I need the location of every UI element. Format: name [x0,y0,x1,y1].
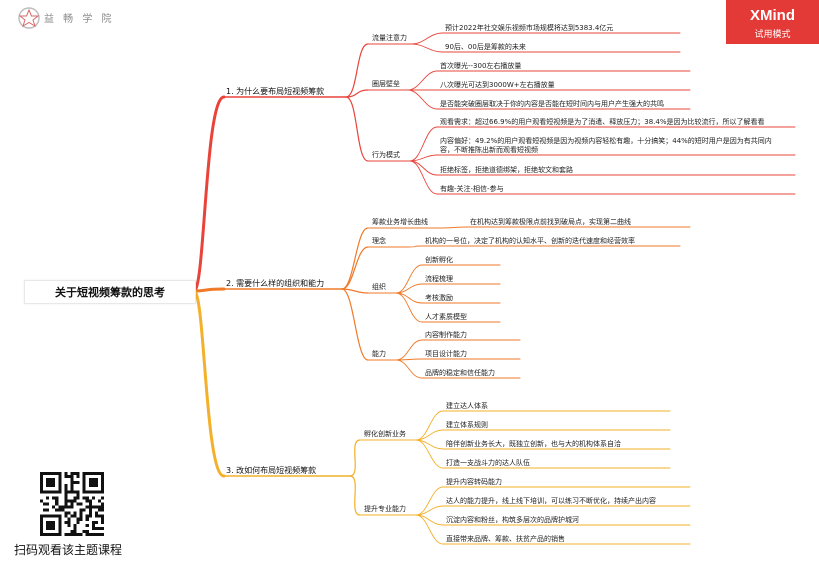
leaf-connector-1-1 [411,32,443,45]
root-branch-connector-2 [192,287,226,293]
b1-t2-leaf-3[interactable]: 是否能突破圈层取决于你的内容是否能在短时间内与用户产生强大的共鸣 [440,100,664,108]
b1-t3-leaf-4[interactable]: 有趣-关注-相信-参与 [440,185,504,193]
b2-t3-leaf-4[interactable]: 人才素质模型 [425,313,467,321]
leaf-connector-8-4 [415,439,444,469]
logo-mark-icon [18,7,40,29]
b3-t1-leaf-4[interactable]: 打造一支战斗力的达人队伍 [446,459,530,467]
leaf-connector-3-4 [409,160,438,195]
b2-t3-leaf-3[interactable]: 考核激励 [425,294,453,302]
topic-connector-8 [349,439,361,477]
yichang-logo [8,6,108,30]
b2-t4-leaf-1[interactable]: 内容制作能力 [425,331,467,339]
b2-topic-3[interactable]: 组织 [372,283,386,291]
topic-connector-2 [345,89,369,98]
topic-connector-7 [341,288,369,361]
leaf-connector-2-1 [407,70,438,91]
b2-t2-leaf-1[interactable]: 机构的一号位，决定了机构的认知水平、创新的迭代速度和经营效率 [425,237,635,245]
b3-t2-leaf-3[interactable]: 沉淀内容和粉丝，构筑多层次的品牌护城河 [446,516,579,524]
qr-code-icon[interactable] [40,472,104,536]
b3-t2-leaf-2[interactable]: 达人的能力提升，线上线下培训，可以练习不断优化，持续产出内容 [446,497,656,505]
leaf-connector-3-1 [409,126,438,162]
branch-3-title[interactable]: 3. 改如何布局短视频筹款 [226,466,317,475]
leaf-connector-9-1 [415,486,444,516]
leaf-connector-6-2 [395,283,423,294]
leaf-connector-4-1 [439,226,469,229]
leaf-connector-7-1 [395,339,423,361]
leaf-connector-9-4 [415,514,444,545]
b1-topic-3[interactable]: 行为模式 [372,151,400,159]
leaf-connector-1-2 [411,43,443,53]
b2-t3-leaf-2[interactable]: 流程梳理 [425,275,453,283]
b1-t3-leaf-3[interactable]: 拒绝标签，拒绝道德绑架，拒绝软文和套路 [440,166,573,174]
leaf-connector-6-4 [395,292,423,323]
leaf-connector-9-2 [415,505,444,516]
root-branch-connector-3 [192,289,226,478]
logo-text: 益 畅 学 院 [44,14,115,25]
leaf-connector-2-3 [407,89,438,110]
b3-t1-leaf-2[interactable]: 建立体系规则 [446,421,488,429]
leaf-connector-6-1 [395,264,423,294]
b2-topic-2[interactable]: 理念 [372,237,386,245]
b3-t1-leaf-3[interactable]: 陪伴创新业务长大，既独立创新，也与大的机构体系自洽 [446,440,621,448]
leaf-connector-8-1 [415,410,444,441]
topic-connector-9 [349,475,361,516]
root-branch-connector-1 [192,95,226,293]
b2-t4-leaf-3[interactable]: 品牌的稳定和信任能力 [425,369,495,377]
topic-connector-1 [345,43,369,98]
xmind-app-name: XMind [750,7,795,24]
b1-topic-2[interactable]: 圈层壁垒 [372,80,400,88]
topic-connector-4 [341,227,369,290]
b1-t2-leaf-1[interactable]: 首次曝光--300左右播放量 [440,62,522,70]
branch-2-title[interactable]: 2. 需要什么样的组织和能力 [226,279,325,288]
b1-t1-leaf-2[interactable]: 90后、00后是筹款的未来 [445,43,526,51]
b2-t3-leaf-1[interactable]: 创新孵化 [425,256,453,264]
leaf-connector-3-3 [409,160,438,176]
b1-t3-leaf-1[interactable]: 观看需求：超过66.9%的用户观看短视频是为了消遣、释放压力；38.4%是因为比… [440,118,765,126]
leaf-connector-7-3 [395,359,423,379]
b2-t1-leaf-1[interactable]: 在机构达到筹款极限点前找到破局点，实现第二曲线 [470,218,631,226]
branch-1-title[interactable]: 1. 为什么要布局短视频筹款 [226,87,325,96]
b3-t2-leaf-1[interactable]: 提升内容转码能力 [446,478,502,486]
leaf-connector-5-1 [407,245,423,248]
topic-connector-6 [341,288,369,294]
b1-t3-leaf-2[interactable]: 内容偏好：49.2%的用户观看短视频是因为视频内容轻松有趣，十分搞笑；44%的短… [440,137,772,154]
topic-connector-5 [341,246,369,290]
b3-t1-leaf-1[interactable]: 建立达人体系 [446,402,488,410]
b1-t1-leaf-1[interactable]: 预计2022年社交娱乐视频市场规模将达到5383.4亿元 [445,24,614,32]
xmind-trial-mode: 试用模式 [754,30,791,40]
b3-topic-2[interactable]: 提升专业能力 [364,505,406,513]
topic-connector-3 [345,96,369,162]
xmind-trial-badge[interactable]: XMind 试用模式 [726,0,819,44]
b2-topic-4[interactable]: 能力 [372,350,386,358]
b1-t2-leaf-2[interactable]: 八次曝光可达到3000W+左右播放量 [440,81,555,89]
b2-topic-1[interactable]: 筹款业务增长曲线 [372,218,428,226]
b3-t2-leaf-4[interactable]: 直接带来品牌、筹款、扶贫产品的销售 [446,535,565,543]
b3-topic-1[interactable]: 孵化创新业务 [364,430,406,438]
b2-t4-leaf-2[interactable]: 项目设计能力 [425,350,467,358]
qr-caption: 扫码观看该主题课程 [14,543,123,557]
root-topic-label: 关于短视频筹款的思考 [55,286,165,299]
root-topic[interactable]: 关于短视频筹款的思考 [24,280,196,304]
b1-topic-1[interactable]: 流量注意力 [372,34,407,42]
leaf-connector-8-2 [415,429,444,441]
